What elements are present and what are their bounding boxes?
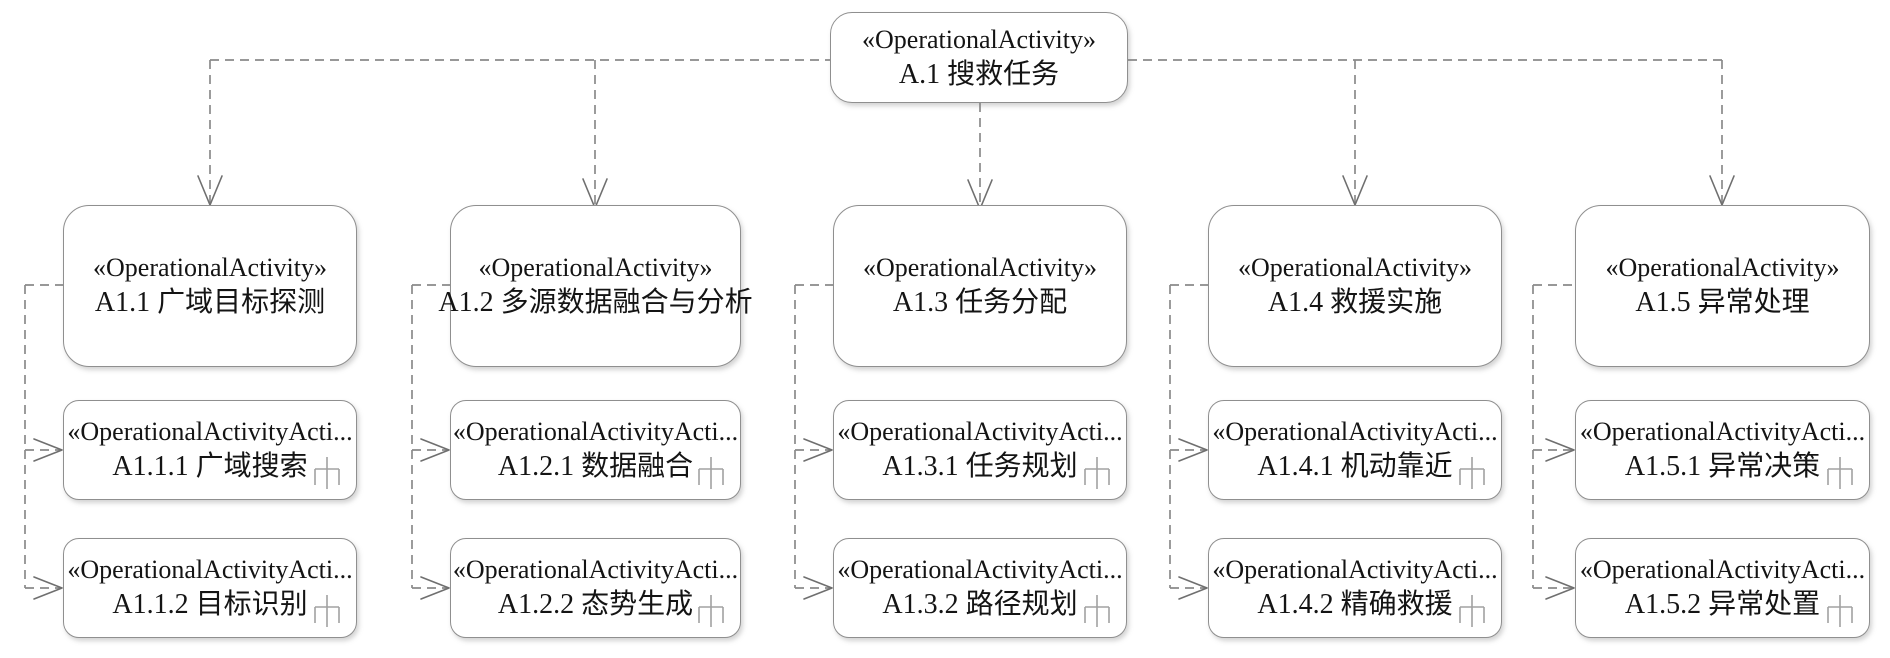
node-a1-3-2[interactable]: «OperationalActivityActi... A1.3.2 路径规划: [833, 538, 1127, 638]
node-stereotype: «OperationalActivity»: [93, 253, 327, 282]
node-title: A1.3 任务分配: [892, 287, 1068, 318]
rake-icon[interactable]: [314, 456, 340, 490]
node-title: A1.3.2 路径规划: [882, 589, 1078, 620]
node-title: A1.5.2 异常处置: [1624, 589, 1821, 620]
rake-icon[interactable]: [698, 456, 724, 490]
node-a1-1-1[interactable]: «OperationalActivityActi... A1.1.1 广域搜索: [63, 400, 357, 500]
rake-icon[interactable]: [1459, 594, 1485, 628]
node-stereotype: «OperationalActivity»: [1238, 253, 1472, 282]
node-stereotype: «OperationalActivityActi...: [837, 555, 1123, 584]
node-stereotype: «OperationalActivityActi...: [452, 417, 739, 446]
node-stereotype: «OperationalActivity»: [862, 24, 1096, 54]
node-title: A1.5.1 异常决策: [1624, 451, 1821, 482]
node-stereotype: «OperationalActivityActi...: [452, 555, 739, 584]
node-title: A1.1.1 广域搜索: [112, 451, 308, 482]
node-stereotype: «OperationalActivity»: [863, 253, 1097, 282]
node-stereotype: «OperationalActivityActi...: [837, 417, 1123, 446]
node-a1-4-1[interactable]: «OperationalActivityActi... A1.4.1 机动靠近: [1208, 400, 1502, 500]
rake-icon[interactable]: [698, 594, 724, 628]
node-title: A1.2.1 数据融合: [497, 451, 694, 482]
node-stereotype: «OperationalActivityActi...: [1212, 555, 1498, 584]
node-a1-5-1[interactable]: «OperationalActivityActi... A1.5.1 异常决策: [1575, 400, 1870, 500]
rake-icon[interactable]: [1084, 456, 1110, 490]
node-title: A1.1.2 目标识别: [112, 589, 308, 620]
node-title: A1.4 救援实施: [1267, 287, 1443, 318]
node-a1-root[interactable]: «OperationalActivity» A.1 搜救任务: [830, 12, 1128, 103]
node-stereotype: «OperationalActivityActi...: [1579, 417, 1866, 446]
node-a1-4[interactable]: «OperationalActivity» A1.4 救援实施: [1208, 205, 1502, 367]
rake-icon[interactable]: [1827, 456, 1853, 490]
node-stereotype: «OperationalActivity»: [1605, 253, 1840, 282]
node-a1-5-2[interactable]: «OperationalActivityActi... A1.5.2 异常处置: [1575, 538, 1870, 638]
node-title: A1.1 广域目标探测: [94, 287, 326, 318]
node-stereotype: «OperationalActivity»: [478, 253, 713, 282]
node-title: A1.2 多源数据融合与分析: [438, 287, 753, 318]
node-stereotype: «OperationalActivityActi...: [67, 555, 353, 584]
node-a1-1[interactable]: «OperationalActivity» A1.1 广域目标探测: [63, 205, 357, 367]
node-title: A.1 搜救任务: [898, 58, 1060, 90]
node-a1-3-1[interactable]: «OperationalActivityActi... A1.3.1 任务规划: [833, 400, 1127, 500]
node-title: A1.3.1 任务规划: [882, 451, 1078, 482]
node-a1-5[interactable]: «OperationalActivity» A1.5 异常处理: [1575, 205, 1870, 367]
node-title: A1.4.2 精确救援: [1257, 589, 1453, 620]
node-title: A1.5 异常处理: [1635, 287, 1810, 318]
rake-icon[interactable]: [1459, 456, 1485, 490]
node-a1-2-1[interactable]: «OperationalActivityActi... A1.2.1 数据融合: [450, 400, 741, 500]
node-title: A1.2.2 态势生成: [497, 589, 694, 620]
node-a1-4-2[interactable]: «OperationalActivityActi... A1.4.2 精确救援: [1208, 538, 1502, 638]
node-a1-1-2[interactable]: «OperationalActivityActi... A1.1.2 目标识别: [63, 538, 357, 638]
node-stereotype: «OperationalActivityActi...: [67, 417, 353, 446]
rake-icon[interactable]: [1827, 594, 1853, 628]
node-a1-2[interactable]: «OperationalActivity» A1.2 多源数据融合与分析: [438, 205, 753, 367]
rake-icon[interactable]: [1084, 594, 1110, 628]
node-title: A1.4.1 机动靠近: [1257, 451, 1453, 482]
rake-icon[interactable]: [314, 594, 340, 628]
node-stereotype: «OperationalActivityActi...: [1212, 417, 1498, 446]
node-a1-3[interactable]: «OperationalActivity» A1.3 任务分配: [833, 205, 1127, 367]
node-stereotype: «OperationalActivityActi...: [1579, 555, 1866, 584]
node-a1-2-2[interactable]: «OperationalActivityActi... A1.2.2 态势生成: [450, 538, 741, 638]
